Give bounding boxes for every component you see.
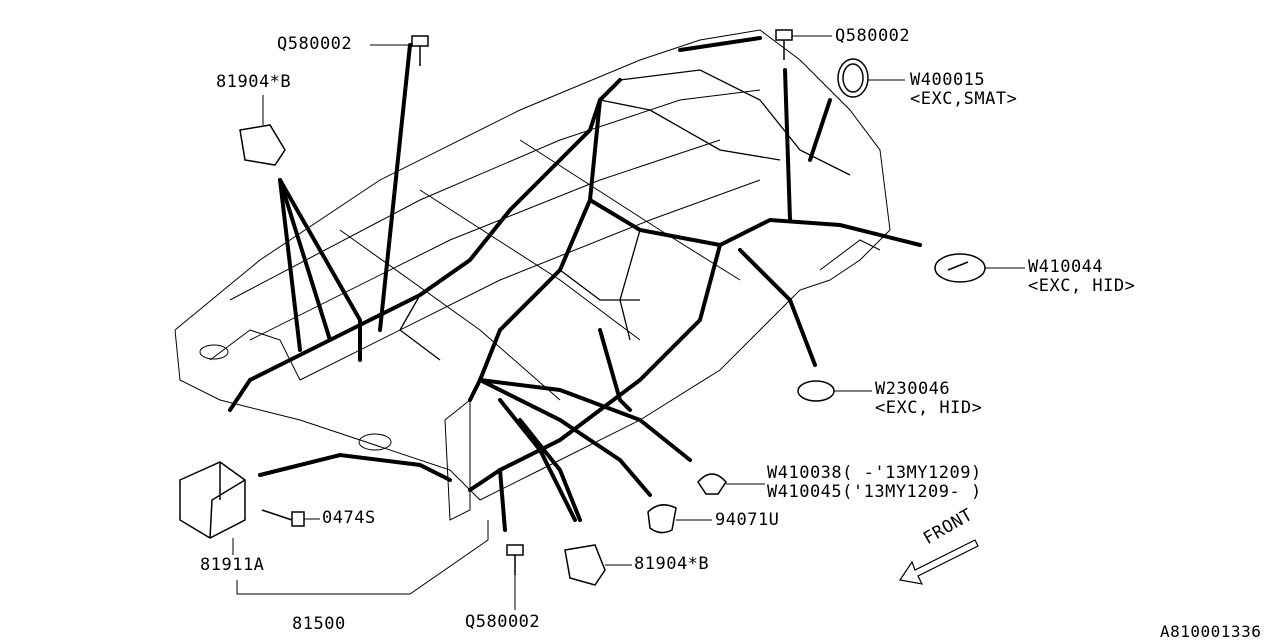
- label-81911a: 81911A: [200, 555, 265, 575]
- plug-w230046-icon: [797, 380, 835, 402]
- label-q580002: Q580002: [465, 612, 541, 632]
- diagram-id: A810001336: [1160, 622, 1262, 640]
- clip-81904b-bottom-icon: [564, 544, 606, 586]
- label-w230046: W230046: [875, 379, 951, 399]
- grommet-w400015-icon: [837, 58, 869, 98]
- plug-w410044-icon: [934, 253, 986, 283]
- plug-94071u-icon: [647, 504, 677, 534]
- plug-w410038-icon: [697, 473, 727, 495]
- bracket-81911a-icon: [179, 461, 246, 539]
- label-81904b: 81904*B: [216, 72, 292, 92]
- label-w400015: W400015: [910, 70, 986, 90]
- label-w410044-note: <EXC, HID>: [1028, 276, 1136, 296]
- label-w400015-note: <EXC,SMAT>: [910, 89, 1018, 109]
- thin-wires: [399, 69, 851, 361]
- label-w410045: W410045('13MY1209- ): [767, 482, 982, 502]
- label-w230046-note: <EXC, HID>: [875, 398, 983, 418]
- label-81904b: 81904*B: [634, 554, 710, 574]
- label-q580002: Q580002: [835, 26, 911, 46]
- leader-lines: [232, 35, 1025, 610]
- label-q580002: Q580002: [277, 34, 353, 54]
- bolt-q580002-top-left-icon: [411, 35, 429, 66]
- screw-0474s-icon: [261, 509, 305, 527]
- clip-81904b-top-icon: [239, 124, 286, 166]
- bolt-q580002-bottom-icon: [506, 544, 524, 575]
- label-0474s: 0474S: [322, 508, 376, 528]
- front-arrow-icon: [898, 539, 979, 585]
- label-81500: 81500: [292, 614, 346, 634]
- label-94071u: 94071U: [715, 510, 780, 530]
- bolt-q580002-top-right-icon: [775, 29, 793, 60]
- label-w410038: W410038( -'13MY1209): [767, 463, 982, 483]
- harness-wires: [228, 36, 922, 532]
- label-w410044: W410044: [1028, 257, 1104, 277]
- vehicle-body-outline: [174, 29, 891, 521]
- parts: [179, 29, 986, 586]
